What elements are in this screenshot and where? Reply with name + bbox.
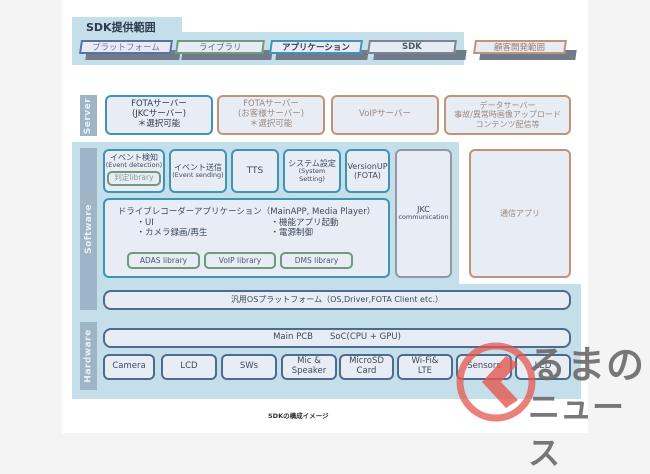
- module-title: VersionUP: [347, 161, 388, 171]
- legend-tab-label: 顧客開発範囲: [494, 43, 546, 53]
- server-fota-jkc: FOTAサーバー (JKCサーバー) ＊選択可能: [105, 95, 213, 135]
- module-subtitle: (Event detection): [105, 161, 163, 170]
- legend-tab-label: ライブラリ: [198, 43, 242, 53]
- legend-title: SDK提供範囲: [86, 21, 156, 34]
- hw-switches: SWs: [221, 354, 277, 380]
- module-subtitle: (System Setting): [298, 167, 326, 183]
- pcb-label: Main PCB SoC(CPU + GPU): [273, 332, 401, 343]
- hw-label: SWs: [239, 361, 259, 372]
- adas-library: ADAS library: [127, 252, 200, 269]
- legend-tab-header: [72, 17, 182, 35]
- server-label: Server: [80, 95, 97, 136]
- legend-tab-label: アプリケーション: [282, 43, 350, 53]
- hw-label: Camera: [112, 361, 146, 372]
- legend-tab-sdk: SDK: [367, 40, 457, 54]
- server-voip: VoIPサーバー: [331, 95, 439, 135]
- jkc-subtitle: communication: [398, 213, 449, 222]
- os-platform: 汎用OSプラットフォーム（OS,Driver,FOTA Client etc.）: [103, 290, 571, 310]
- box-line: (お客様サーバー): [237, 109, 305, 120]
- box-line: ＊選択可能: [137, 118, 181, 129]
- judgement-library: 判定library: [107, 170, 161, 186]
- bullet: ・電源制御: [270, 227, 313, 238]
- hw-lcd: LCD: [161, 354, 217, 380]
- box-line: ＊選択可能: [249, 118, 293, 129]
- box-line: FOTAサーバー: [243, 99, 299, 110]
- box-line: FOTAサーバー: [131, 99, 187, 110]
- hw-led: LED: [515, 354, 571, 380]
- comm-app-label: 通信アプリ: [500, 208, 540, 218]
- software-label: Software: [80, 148, 97, 310]
- box-line: データサーバー: [479, 101, 536, 111]
- module-version-up: VersionUP (FOTA): [345, 149, 390, 193]
- jkc-title: JKC: [417, 205, 430, 215]
- module-tts: TTS: [231, 149, 279, 193]
- app-bullets-left: ・UI ・カメラ録画/再生: [136, 217, 208, 239]
- box-line: VoIPサーバー: [359, 109, 411, 120]
- hw-label: Sensors: [467, 361, 501, 372]
- hw-label: Card: [356, 366, 377, 376]
- module-event-sending: イベント送信 (Event sending): [169, 149, 227, 193]
- module-event-detection: イベント検知 (Event detection) 判定library: [103, 149, 165, 193]
- module-title: イベント検知: [110, 153, 158, 162]
- voip-library: VoIP library: [204, 252, 276, 269]
- legend-tab-label: SDK: [402, 42, 422, 52]
- module-title: イベント送信: [174, 162, 222, 172]
- os-platform-label: 汎用OSプラットフォーム（OS,Driver,FOTA Client etc.）: [230, 295, 444, 305]
- legend-tab-library: ライブラリ: [175, 40, 265, 54]
- app-bullets-right: ・機能アプリ起動 ・電源制御: [270, 217, 339, 239]
- hw-label: Wi-Fi&: [411, 356, 439, 367]
- diagram-caption: SDKの構成イメージ: [268, 412, 329, 420]
- hw-mic-speaker: Mic &Speaker: [281, 354, 337, 380]
- hw-camera: Camera: [103, 354, 155, 380]
- bullet: ・UI: [136, 217, 154, 228]
- bullet: ・カメラ録画/再生: [136, 227, 208, 238]
- module-title: TTS: [246, 165, 264, 176]
- hw-label: Speaker: [291, 366, 327, 376]
- app-bullets: ・UI ・カメラ録画/再生 ・機能アプリ起動 ・電源制御: [136, 217, 357, 239]
- module-title: システム設定: [288, 158, 336, 168]
- hw-wifi-lte: Wi-Fi&LTE: [397, 354, 453, 380]
- main-pcb: Main PCB SoC(CPU + GPU): [103, 328, 571, 348]
- legend-tab-customer: 顧客開発範囲: [473, 40, 567, 54]
- module-subtitle: (Event sending): [172, 170, 224, 179]
- legend-tab-application: アプリケーション: [269, 40, 363, 54]
- hw-label: MicroSD: [349, 356, 384, 367]
- hw-label: LTE: [417, 366, 433, 376]
- box-line: (JKCサーバー): [131, 109, 187, 120]
- legend-tab-label: プラットフォーム: [92, 43, 160, 53]
- box-line: 事故/異常時画像アップロード: [454, 110, 561, 120]
- server-data: データサーバー 事故/異常時画像アップロード コンテンツ配信等: [444, 95, 571, 135]
- jkc-communication: JKC communication: [395, 149, 452, 278]
- hw-label: LCD: [180, 361, 198, 372]
- communication-app: 通信アプリ: [469, 149, 571, 278]
- app-title: ドライブレコーダーアプリケーション（MainAPP, Media Player）: [117, 207, 376, 217]
- module-system-setting: システム設定 (System Setting): [283, 149, 341, 193]
- bullet: ・機能アプリ起動: [270, 217, 339, 228]
- legend-tab-platform: プラットフォーム: [79, 40, 173, 54]
- module-subtitle: (FOTA): [354, 171, 381, 180]
- hw-label: LED: [534, 361, 552, 372]
- server-fota-customer: FOTAサーバー (お客様サーバー) ＊選択可能: [217, 95, 325, 135]
- hardware-label: Hardware: [80, 322, 97, 390]
- dms-library: DMS library: [280, 252, 353, 269]
- hw-label: Mic &: [297, 356, 321, 367]
- box-line: コンテンツ配信等: [475, 119, 540, 129]
- hw-sensors: Sensors: [456, 354, 512, 380]
